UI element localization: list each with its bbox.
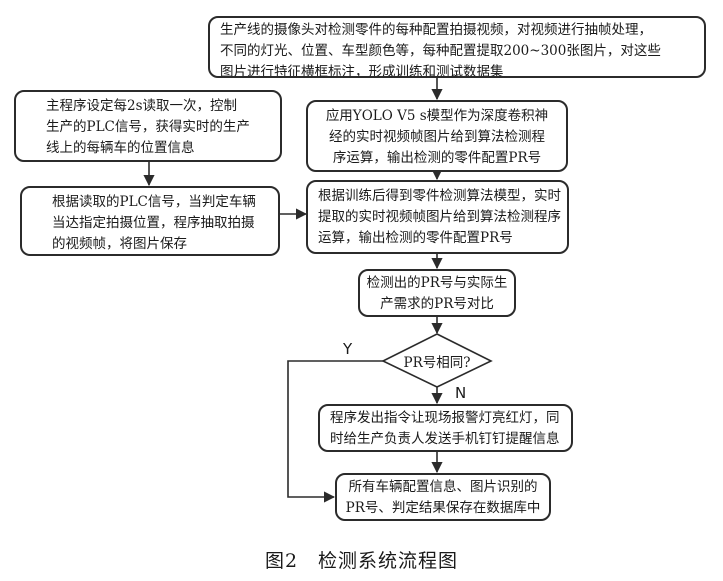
text-line: 经的实时视频帧图片给到算法检测程 (329, 129, 545, 145)
box-alarm: 程序发出指令让现场报警灯亮红灯，同 时给生产负责人发送手机钉钉提醒信息 (318, 404, 573, 452)
text-line: 时给生产负责人发送手机钉钉提醒信息 (330, 431, 560, 447)
text-line: PR号、判定结果保存在数据库中 (345, 500, 541, 516)
text-line: 产需求的PR号对比 (380, 296, 494, 312)
text-line: 不同的灯光、位置、车型颜色等，每种配置提取200~300张图片，对这些 (220, 43, 661, 59)
box-plc-read: 根据读取的PLC信号，当判定车辆 当达指定拍摄位置，程序抽取拍摄 的视频帧，将图… (20, 186, 280, 256)
text-line: 检测出的PR号与实际生 (366, 275, 508, 291)
text-line: 当达指定拍摄位置，程序抽取拍摄 (52, 215, 255, 231)
box-capture-dataset: 生产线的摄像头对检测零件的每种配置拍摄视频，对视频进行抽帧处理， 不同的灯光、位… (208, 16, 706, 78)
no-label: N (455, 384, 467, 402)
text-line: 程序发出指令让现场报警灯亮红灯，同 (330, 410, 560, 426)
yes-label: Y (343, 340, 353, 358)
box-pr-compare: 检测出的PR号与实际生 产需求的PR号对比 (358, 269, 516, 317)
text-line: 所有车辆配置信息、图片识别的 (348, 479, 538, 495)
arrow-decision-to-save (287, 360, 383, 503)
text-line: 提取的实时视频帧图片给到算法检测程序 (318, 209, 561, 225)
box-trained-model: 根据训练后得到零件检测算法模型，实时 提取的实时视频帧图片给到算法检测程序 运算… (306, 180, 569, 254)
text-line: 生产线的摄像头对检测零件的每种配置拍摄视频，对视频进行抽帧处理， (220, 22, 652, 38)
decision-label: PR号相同? (403, 355, 471, 371)
box-yolo-model: 应用YOLO V5 s模型作为深度卷积神 经的实时视频帧图片给到算法检测程 序运… (306, 100, 568, 172)
text-line: 序运算，输出检测的零件配置PR号 (332, 150, 542, 166)
box-save-database: 所有车辆配置信息、图片识别的 PR号、判定结果保存在数据库中 (335, 473, 551, 521)
text-line: 运算，输出检测的零件配置PR号 (318, 230, 513, 246)
figure-caption: 图2 检测系统流程图 (264, 550, 459, 572)
text-line: 主程序设定每2s读取一次，控制 (46, 98, 238, 114)
text-line: 根据读取的PLC信号，当判定车辆 (52, 194, 256, 210)
text-line: 的视频帧，将图片保存 (52, 236, 187, 252)
text-line: 线上的每辆车的位置信息 (46, 140, 195, 156)
text-line: 生产的PLC信号，获得实时的生产 (46, 119, 250, 135)
text-line: 根据训练后得到零件检测算法模型，实时 (318, 188, 561, 204)
box-main-program: 主程序设定每2s读取一次，控制 生产的PLC信号，获得实时的生产 线上的每辆车的… (14, 90, 282, 162)
text-line: 图片进行特征横框标注，形成训练和测试数据集 (220, 64, 504, 78)
text-line: 应用YOLO V5 s模型作为深度卷积神 (325, 108, 549, 124)
